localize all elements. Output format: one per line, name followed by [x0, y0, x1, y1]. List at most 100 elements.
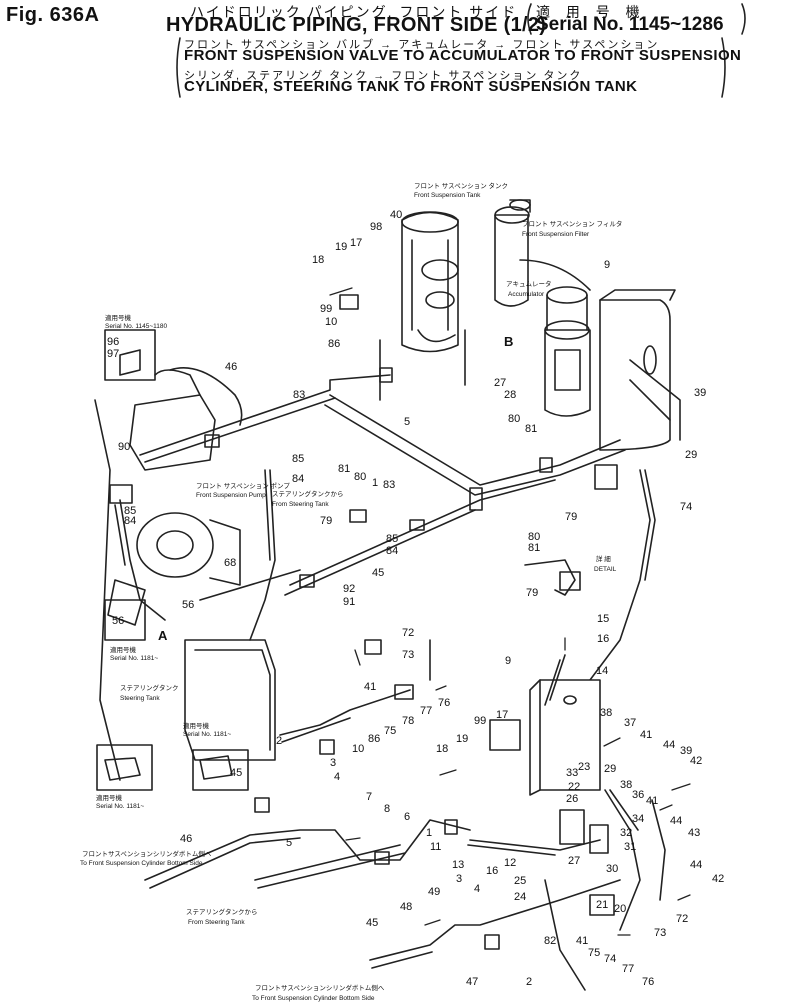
- callout-44c: 44: [690, 859, 702, 871]
- callout-6: 6: [404, 811, 410, 823]
- callout-32: 32: [620, 827, 632, 839]
- callout-9: 9: [604, 259, 610, 271]
- label-from-steering-tank-2: From Steering Tank: [188, 919, 245, 926]
- callout-83: 83: [293, 389, 305, 401]
- callout-84b: 84: [386, 545, 398, 557]
- callout-11: 11: [430, 841, 441, 853]
- callout-39: 39: [694, 387, 706, 399]
- callout-1: 1: [372, 477, 378, 489]
- callout-45: 45: [372, 567, 384, 579]
- callout-73b: 73: [654, 927, 666, 939]
- label-front-suspension-pump-jp: フロント サスペンション ポンプ: [196, 482, 290, 490]
- callout-85c: 85: [124, 505, 136, 517]
- callout-23: 23: [578, 761, 590, 773]
- callout-83b: 83: [383, 479, 395, 491]
- label-detail: DETAIL: [594, 566, 617, 573]
- callout-12: 12: [504, 857, 516, 869]
- callout-41b: 41: [364, 681, 376, 693]
- label-steering-tank-jp: ステアリングタンク: [120, 683, 179, 692]
- callout-72b: 72: [676, 913, 688, 925]
- callout-43: 43: [688, 827, 700, 839]
- callout-41c: 41: [646, 795, 658, 807]
- subtitle-en-1: FRONT SUSPENSION VALVE TO ACCUMULATOR TO…: [184, 47, 742, 64]
- callout-78: 78: [402, 715, 414, 727]
- bolts: [329, 287, 691, 936]
- serial-japanese: 適 用 号 機: [536, 4, 646, 20]
- callout-34: 34: [632, 813, 644, 825]
- inset-part-1: [119, 349, 141, 376]
- callout-4b: 4: [474, 883, 480, 895]
- subtitle-jp-2: シリンダ, ステアリング タンク → フロント サスペンション タンク: [184, 70, 583, 82]
- callout-17b: 17: [496, 709, 508, 721]
- callout-18: 18: [312, 254, 324, 266]
- callout-7: 7: [366, 791, 372, 803]
- callout-10b: 10: [352, 743, 364, 755]
- label-inset3-jp: 適用号機: [183, 721, 210, 730]
- callout-81b: 81: [338, 463, 350, 475]
- callout-29b: 29: [604, 763, 616, 775]
- label-from-steering-tank-jp-1: ステアリングタンクから: [272, 489, 344, 498]
- callout-99: 99: [320, 303, 332, 315]
- label-inset1-jp: 適用号機: [105, 313, 132, 322]
- main-pipes-upper: [94, 259, 681, 781]
- callout-76b: 76: [642, 976, 654, 988]
- callout-19b: 19: [456, 733, 468, 745]
- callout-25: 25: [514, 875, 526, 887]
- callout-3b: 3: [456, 873, 462, 885]
- label-front-suspension-pump: Front Suspension Pump: [196, 492, 266, 499]
- clamps-lower: [254, 639, 615, 950]
- subtitle-en-2: CYLINDER, STEERING TANK TO FRONT SUSPENS…: [184, 78, 638, 95]
- callout-42b: 42: [712, 873, 724, 885]
- callout-40: 40: [390, 209, 402, 221]
- accumulator-upper: [544, 286, 591, 417]
- callout-14: 14: [596, 665, 608, 677]
- callout-73: 73: [402, 649, 414, 661]
- inset-box-1: [104, 329, 156, 381]
- callout-92: 92: [343, 583, 355, 595]
- label-inset4-jp: 適用号機: [110, 645, 137, 654]
- callout-1b: 1: [426, 827, 432, 839]
- callout-17: 17: [350, 237, 362, 249]
- front-suspension-tank-lower: [529, 679, 601, 796]
- subtitle-jp-1: フロント サスペンション バルブ → アキュムレータ → フロント サスペンショ…: [184, 39, 660, 51]
- callout-68: 68: [224, 557, 236, 569]
- callout-80b: 80: [354, 471, 366, 483]
- view-label-a: A: [158, 628, 168, 643]
- callout-46: 46: [225, 361, 237, 373]
- callout-5: 5: [404, 416, 410, 428]
- callout-31: 31: [624, 841, 636, 853]
- callout-74b: 74: [604, 953, 616, 965]
- callout-41: 41: [640, 729, 652, 741]
- callout-2: 2: [276, 735, 282, 747]
- callout-84: 84: [292, 473, 304, 485]
- label-to-front-cyl-1: To Front Suspension Cylinder Bottom Side: [80, 860, 203, 867]
- callout-46b: 46: [180, 833, 192, 845]
- label-accumulator: Accumulator: [508, 291, 545, 298]
- callout-77b: 77: [622, 963, 634, 975]
- callout-48: 48: [400, 901, 412, 913]
- header-bracket-left: [176, 37, 181, 98]
- callout-24: 24: [514, 891, 526, 903]
- header-bracket-right: [721, 37, 726, 98]
- callout-81c: 81: [528, 542, 540, 554]
- clamps-upper: [109, 294, 618, 588]
- tank-right-upper: [599, 289, 676, 451]
- label-front-suspension-filter: Front Suspension Filter: [522, 231, 590, 238]
- label-inset1-serial: Serial No. 1145~1180: [105, 323, 167, 330]
- callout-2b: 2: [526, 976, 532, 988]
- callout-44b: 44: [670, 815, 682, 827]
- label-inset2-jp: 適用号機: [96, 793, 123, 802]
- callout-47: 47: [466, 976, 478, 988]
- serial-bracket-left: [527, 3, 532, 35]
- callout-3: 3: [330, 757, 336, 769]
- callout-41d: 41: [576, 935, 588, 947]
- callout-44: 44: [663, 739, 675, 751]
- callout-16b: 16: [486, 865, 498, 877]
- callout-16: 16: [597, 633, 609, 645]
- callout-86b: 86: [368, 733, 380, 745]
- callout-21: 21: [596, 899, 608, 911]
- label-to-front-cyl-jp-1: フロントサスペンションシリンダボトム側へ: [82, 849, 212, 858]
- callout-85: 85: [292, 453, 304, 465]
- inset-box-2: [96, 744, 153, 791]
